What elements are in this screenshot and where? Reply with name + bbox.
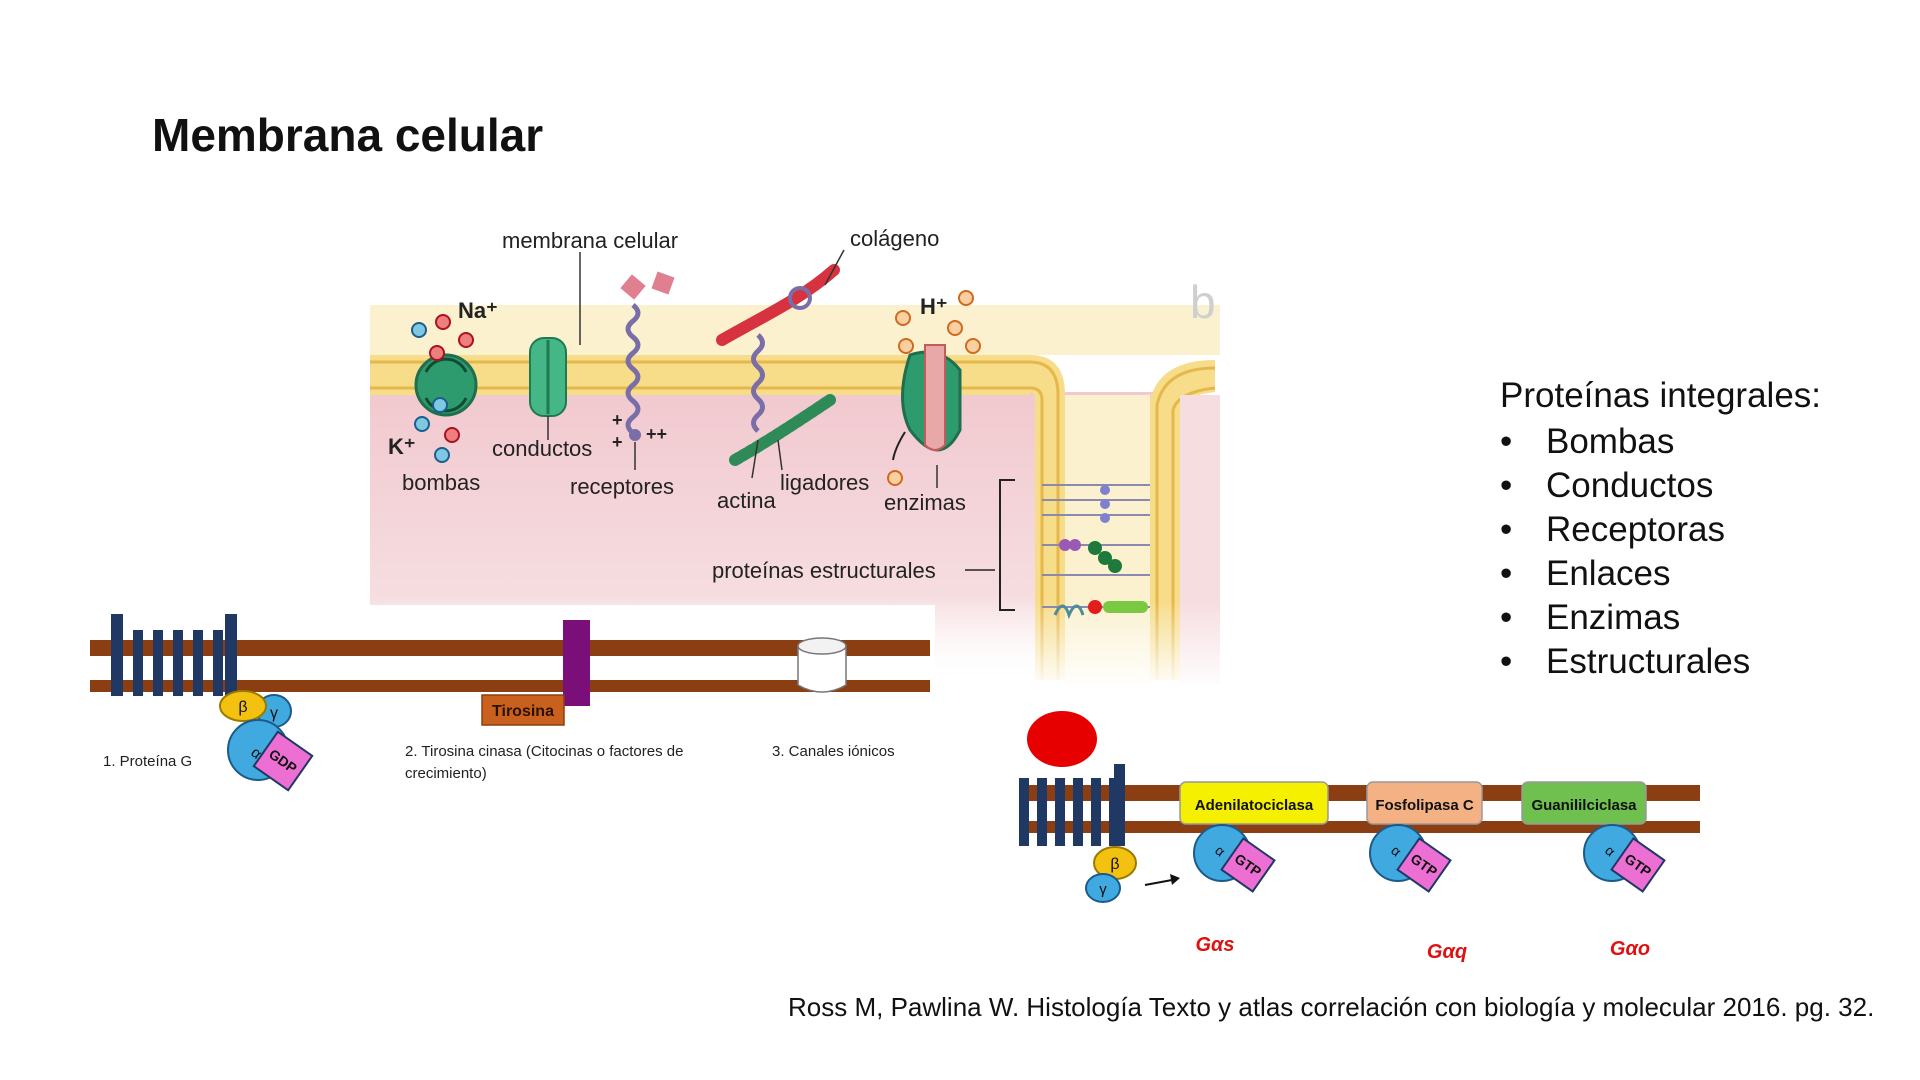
ligand — [1027, 711, 1097, 767]
pump-protein — [414, 353, 478, 417]
bullet-glyph: • — [1500, 642, 1513, 681]
lipid-bilayer-curve — [1030, 355, 1065, 680]
integral-protein-label: Enzimas — [1546, 598, 1681, 637]
plus-sign-2: + — [612, 432, 623, 452]
membrane-band-lower — [90, 680, 930, 692]
top-figure: Na⁺ K⁺ bombas conductos membrana celular… — [360, 226, 1230, 690]
pumps-label: bombas — [402, 470, 480, 495]
linkers-label: ligadores — [780, 470, 869, 495]
g-alpha-subtype-label: Gαs — [1195, 934, 1234, 956]
receptors-label: receptores — [570, 474, 674, 499]
gtp-box — [1220, 837, 1276, 893]
potassium-ions — [414, 397, 460, 463]
effector-enzyme-label: Guanililciclasa — [1531, 797, 1637, 814]
reference-citation: Ross M, Pawlina W. Histología Texto y at… — [788, 992, 1875, 1022]
g-protein-caption: 1. Proteína G — [103, 753, 192, 770]
collagen-linker — [716, 264, 840, 479]
panel-letter: b — [1190, 276, 1216, 328]
bullet-glyph: • — [1500, 466, 1513, 505]
integral-proteins-list: Proteínas integrales: •Bombas•Conductos•… — [1500, 376, 1821, 684]
g-alpha-subtype-label: Gαo — [1610, 938, 1650, 960]
g-alpha-subtype-label: Gαq — [1427, 941, 1467, 963]
gamma-symbol: γ — [270, 705, 278, 722]
structural-proteins — [999, 479, 1150, 620]
plus-sign-1: + — [612, 410, 623, 430]
plus-sign-3: ++ — [646, 424, 667, 444]
effector-enzyme-box — [1521, 781, 1647, 825]
integral-protein-label: Conductos — [1546, 466, 1714, 505]
enzymes-label: enzimas — [884, 490, 966, 515]
integral-protein-item: • Conductos — [1500, 464, 1821, 508]
beta-symbol: β — [1110, 856, 1119, 873]
integral-protein-label: Bombas — [1546, 422, 1675, 461]
h-label: H⁺ — [920, 294, 948, 319]
tyrosine-kinase-caption-line2: crecimiento) — [405, 765, 487, 782]
k-label: K⁺ — [388, 434, 416, 459]
receptor-types-figure: γ β α GDP 1. Proteína G Tirosina 2. Tiro… — [85, 605, 935, 792]
beta-gamma-dimer: β γ — [1085, 846, 1137, 903]
integral-proteins-heading: Proteínas integrales: — [1500, 376, 1822, 415]
receptor-protein — [620, 271, 675, 470]
bullet-glyph: • — [1500, 554, 1513, 593]
gamma-symbol: γ — [1099, 881, 1107, 898]
beta-symbol: β — [238, 699, 247, 716]
bullet-glyph: • — [1500, 422, 1513, 461]
g-protein-inactive: γ β α GDP — [219, 690, 314, 792]
effector-enzyme-label: Fosfolipasa C — [1375, 797, 1474, 814]
seven-tm-receptor — [1019, 764, 1125, 846]
na-label: Na⁺ — [458, 298, 498, 323]
structural-label: proteínas estructurales — [712, 558, 936, 583]
channels-label: conductos — [492, 436, 592, 461]
tyrosine-box-label: Tirosina — [492, 703, 554, 720]
extracellular-space — [370, 305, 1220, 355]
sodium-ions — [411, 314, 474, 361]
enzyme-protein — [887, 344, 962, 488]
membrane-band-upper — [90, 640, 930, 656]
integral-protein-label: Estructurales — [1546, 642, 1751, 681]
channel-protein — [529, 337, 567, 440]
collagen-label: colágeno — [850, 226, 939, 251]
hydrogen-ions — [895, 290, 981, 354]
membrane-label: membrana celular — [502, 228, 678, 253]
tyrosine-kinase-caption: 2. Tirosina cinasa (Citocinas o factores… — [405, 743, 683, 760]
integral-protein-item: • Receptoras — [1500, 508, 1821, 552]
slide-title: Membrana celular — [152, 109, 544, 161]
integral-protein-label: Enlaces — [1546, 554, 1671, 593]
ion-channel — [797, 637, 847, 693]
actin-label: actina — [717, 488, 776, 513]
ion-channel-caption: 3. Canales iónicos — [772, 743, 895, 760]
integral-protein-label: Receptoras — [1546, 510, 1725, 549]
gtp-box — [1396, 837, 1452, 893]
gtp-box — [1610, 837, 1666, 893]
integral-protein-item: • Enzimas — [1500, 596, 1821, 640]
tyrosine-kinase-receptor: Tirosina — [481, 620, 590, 726]
integral-proteins-items: • Bombas • Conductos • Receptoras • Enlaces • Enz… — [1500, 420, 1821, 684]
integral-protein-item: • Bombas — [1500, 420, 1821, 464]
effector-enzyme-label: Adenilatociclasa — [1195, 797, 1314, 814]
activation-arrow — [1144, 874, 1180, 886]
bullet-glyph: • — [1500, 598, 1513, 637]
effector-enzyme-box — [1366, 781, 1483, 825]
effector-enzyme-box — [1179, 781, 1329, 825]
seven-tm-receptor — [111, 614, 237, 696]
bullet-glyph: • — [1500, 510, 1513, 549]
integral-protein-item: • Estructurales — [1500, 640, 1821, 684]
integral-protein-item: • Enlaces — [1500, 552, 1821, 596]
